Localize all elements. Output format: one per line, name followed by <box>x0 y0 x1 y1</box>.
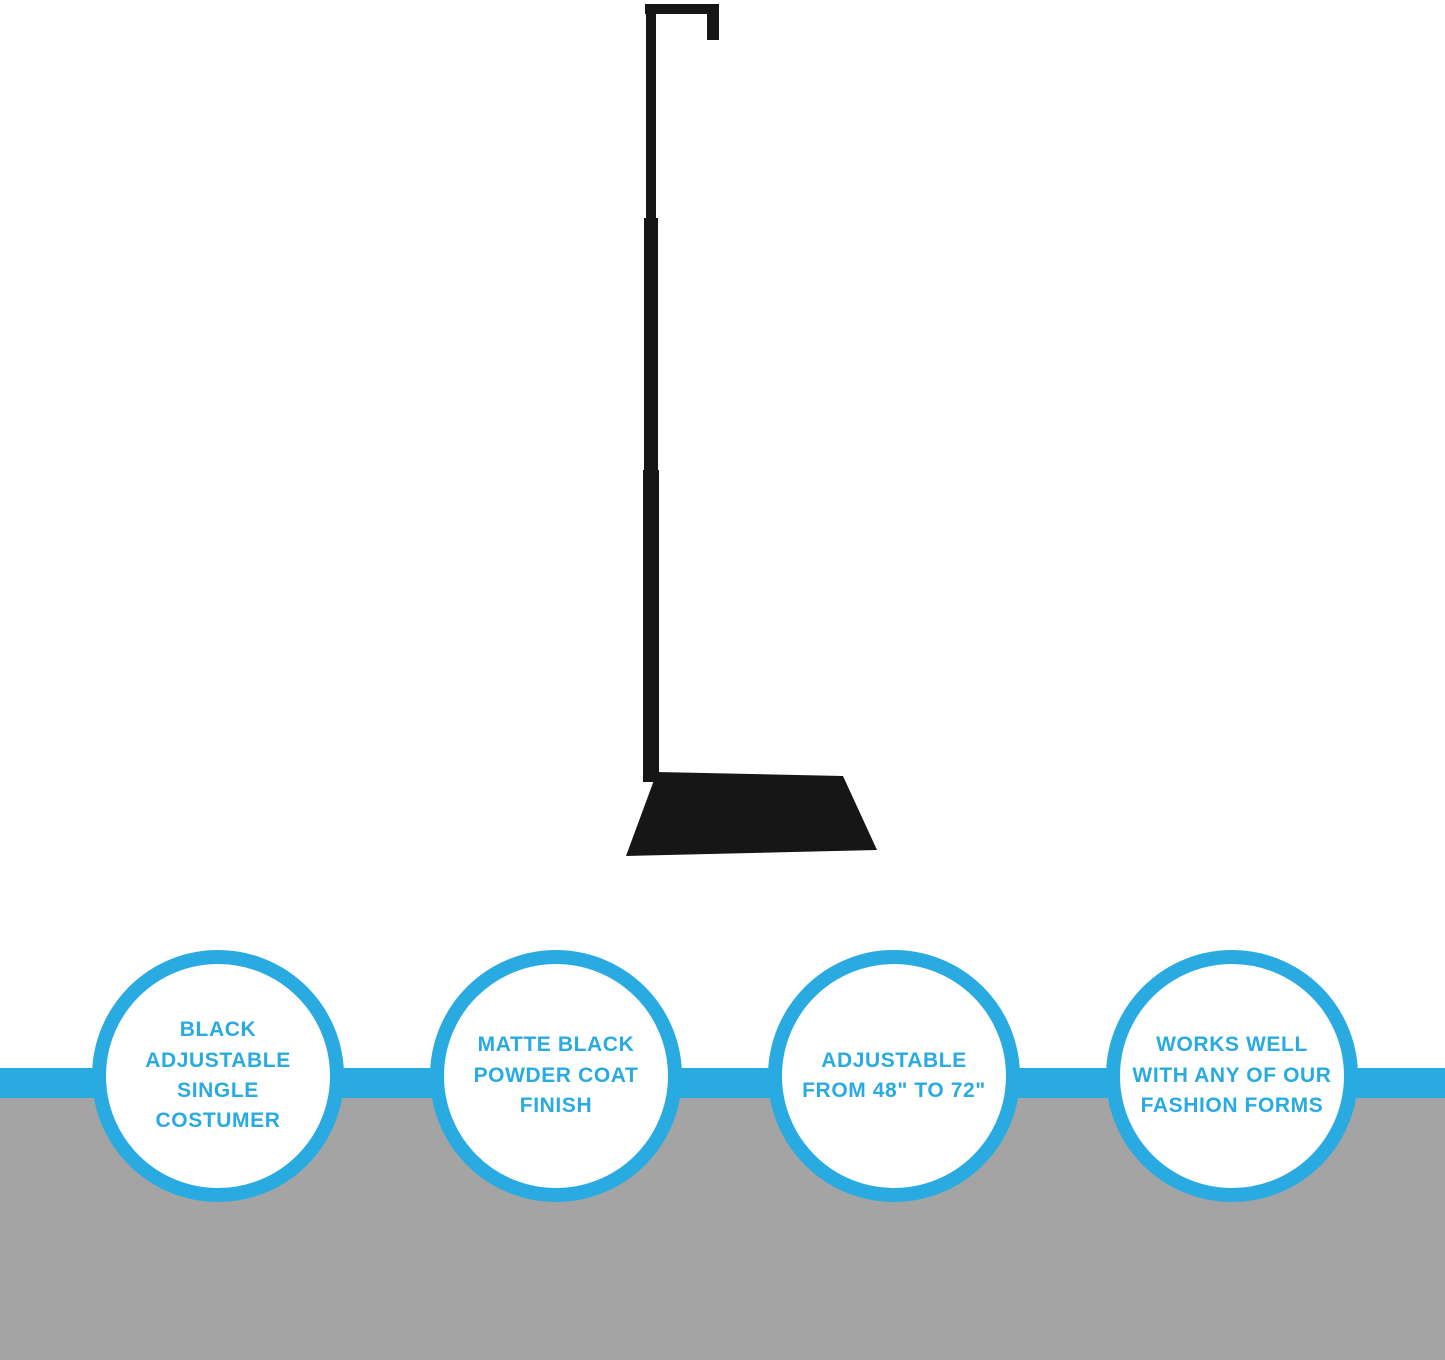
feature-label: WORKS WELL WITH ANY OF OUR FASHION FORMS <box>1132 1033 1332 1118</box>
feature-label: ADJUSTABLE FROM 48" TO 72" <box>802 1048 986 1102</box>
feature-circle-black-adjustable: BLACK ADJUSTABLE SINGLE COSTUMER <box>92 950 344 1202</box>
feature-label: MATTE BLACK POWDER COAT FINISH <box>473 1033 639 1118</box>
feature-circle-works-with-forms: WORKS WELL WITH ANY OF OUR FASHION FORMS <box>1106 950 1358 1202</box>
stand-base <box>626 772 877 856</box>
stand-arm <box>645 4 719 14</box>
feature-label: BLACK ADJUSTABLE SINGLE COSTUMER <box>145 1018 291 1133</box>
stand-pole-middle <box>644 218 658 472</box>
costumer-stand-image <box>626 4 877 856</box>
stand-pole-lower <box>643 470 659 782</box>
stand-pole-upper <box>646 4 656 220</box>
feature-circle-adjustable-height: ADJUSTABLE FROM 48" TO 72" <box>768 950 1020 1202</box>
feature-circle-matte-finish: MATTE BLACK POWDER COAT FINISH <box>430 950 682 1202</box>
stand-hook <box>707 14 719 40</box>
